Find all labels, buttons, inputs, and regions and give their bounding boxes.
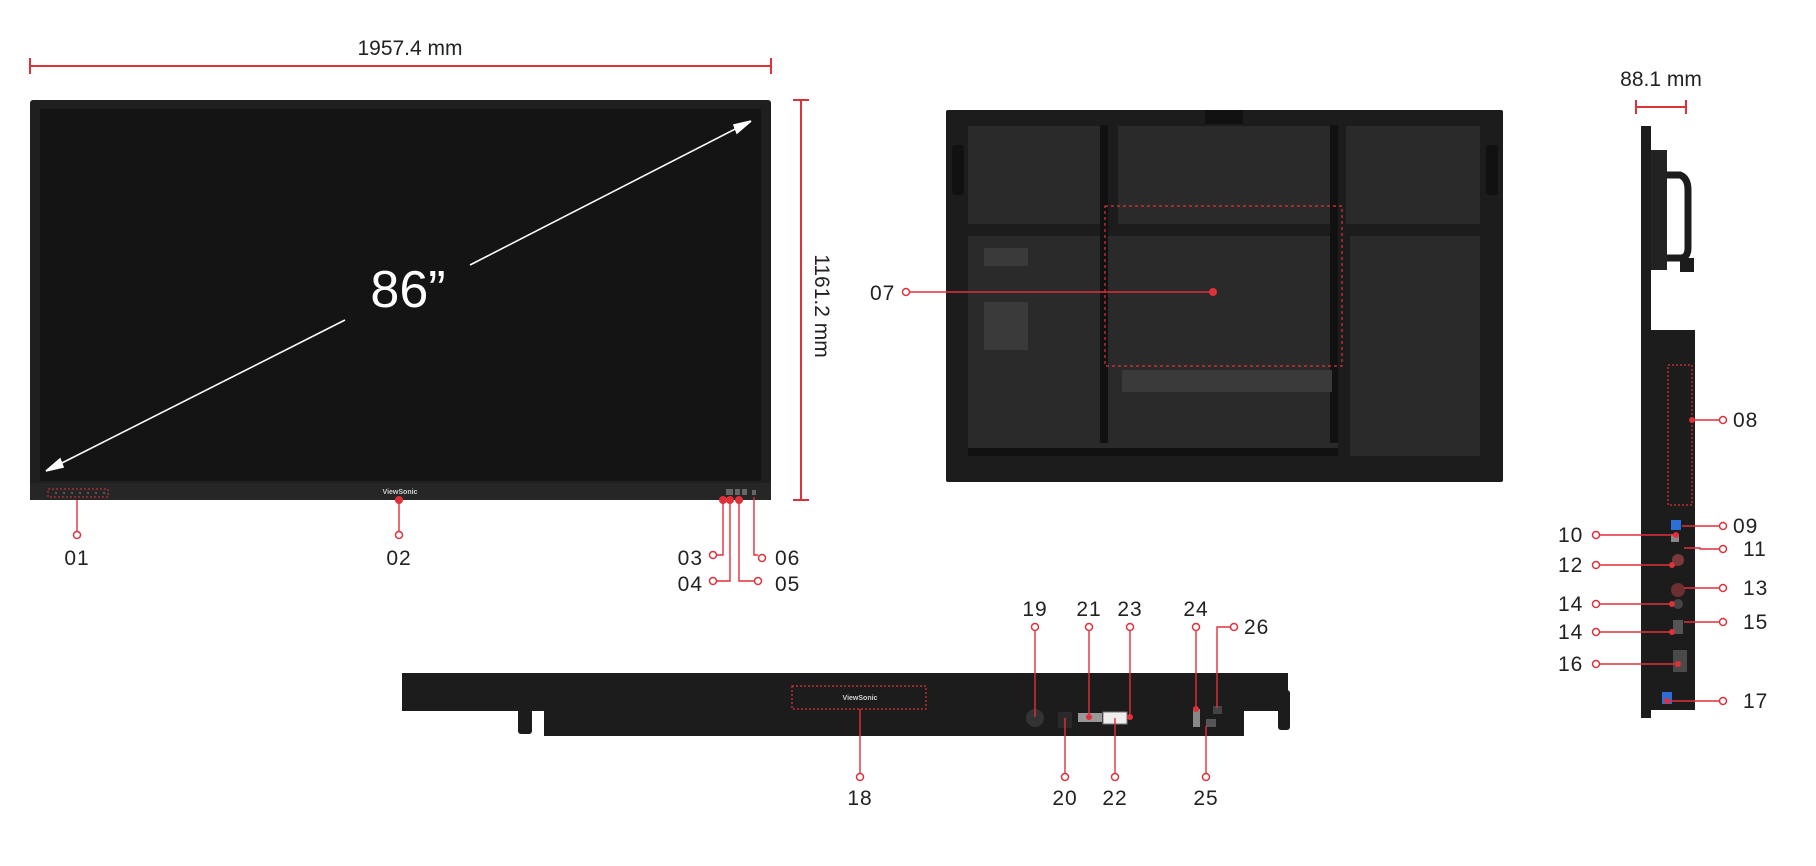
callout-11: 11 [1743, 538, 1767, 561]
callout-18: 18 [847, 787, 872, 810]
callout-25: 25 [1193, 787, 1218, 810]
callout-16: 16 [1558, 653, 1583, 676]
bottom-casing [402, 673, 1288, 711]
front-ports [726, 489, 756, 495]
screen-size-label: 86” [370, 261, 445, 319]
side-speaker-highlight [1667, 364, 1693, 506]
callout-09: 09 [1733, 515, 1758, 538]
bottom-view: ViewSonic [402, 673, 1290, 736]
depth-dimension-line [1635, 100, 1687, 114]
callout-14-a: 14 [1558, 593, 1583, 616]
callout-06: 06 [775, 547, 800, 570]
callout-01: 01 [64, 547, 89, 570]
callout-labels: 01 02 03 04 05 06 07 08 09 10 11 12 13 1… [64, 282, 1768, 810]
height-dimension-line [793, 99, 809, 501]
callout-leaders [76, 291, 1719, 777]
callout-12: 12 [1558, 554, 1583, 577]
callout-17: 17 [1743, 690, 1768, 713]
callout-10: 10 [1558, 524, 1583, 547]
front-brand-logo: ViewSonic [383, 489, 418, 496]
side-panel [1641, 126, 1651, 718]
callout-07: 07 [870, 282, 895, 305]
width-label: 1957.4 mm [357, 37, 462, 60]
callout-02: 02 [386, 547, 411, 570]
callout-21: 21 [1076, 598, 1101, 621]
callout-05: 05 [775, 573, 800, 596]
side-view: 88.1 mm [1620, 68, 1702, 718]
width-dimension-line [29, 58, 772, 74]
callout-19: 19 [1022, 598, 1047, 621]
back-highlight-region [1104, 205, 1343, 367]
front-bottom-bar [30, 483, 771, 500]
callout-14-b: 14 [1558, 621, 1583, 644]
callout-04: 04 [678, 573, 703, 596]
callout-24: 24 [1183, 598, 1208, 621]
front-screen [40, 109, 761, 481]
diagonal-arrow [45, 120, 752, 472]
callout-20: 20 [1052, 787, 1077, 810]
depth-label: 88.1 mm [1620, 68, 1702, 91]
callout-26: 26 [1244, 616, 1269, 639]
height-label: 1161.2 mm [810, 254, 833, 358]
back-view [946, 110, 1503, 482]
callout-rings [72, 287, 1728, 782]
callout-15: 15 [1743, 611, 1768, 634]
callout-endpoints [395, 288, 1695, 720]
callout-23: 23 [1117, 598, 1142, 621]
bottom-brand-logo: ViewSonic [843, 695, 878, 702]
bottom-logo-highlight [791, 685, 927, 710]
front-view: 1957.4 mm 1161.2 mm ViewSonic 86” [29, 37, 833, 501]
front-button-strip [47, 488, 109, 498]
callout-22: 22 [1102, 787, 1127, 810]
callout-08: 08 [1733, 409, 1758, 432]
callout-03: 03 [678, 547, 703, 570]
callout-13: 13 [1743, 577, 1768, 600]
